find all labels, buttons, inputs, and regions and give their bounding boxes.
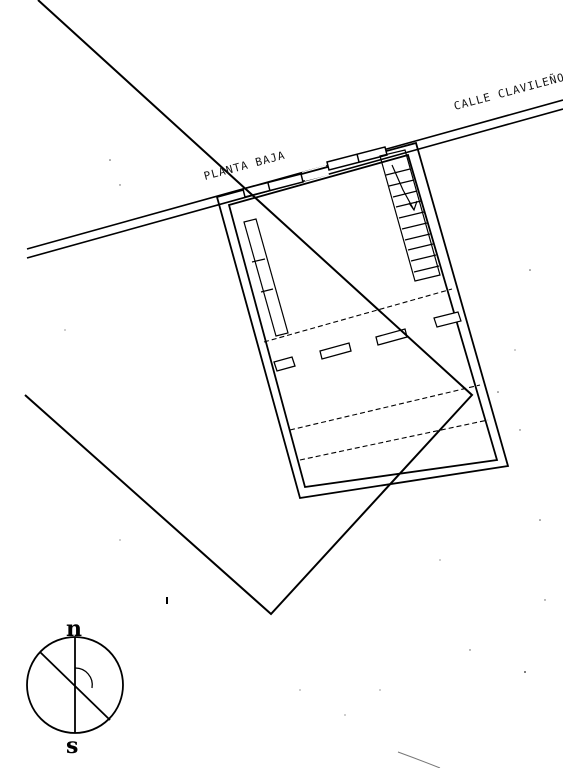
facade-wall bbox=[242, 146, 388, 198]
pillar-blocks bbox=[273, 328, 408, 372]
right-notch bbox=[433, 311, 462, 328]
faint-arc bbox=[397, 751, 441, 768]
dashed-beams bbox=[263, 288, 489, 461]
compass-south-letter: s bbox=[66, 733, 78, 759]
staircase bbox=[379, 149, 441, 282]
parcel-boundary bbox=[24, 0, 474, 616]
compass-rose: n s bbox=[26, 616, 124, 759]
scan-speckles bbox=[64, 159, 546, 716]
floor-label: PLANTA BAJA bbox=[202, 149, 286, 183]
compass-angle-arc bbox=[74, 667, 93, 689]
building-walls bbox=[215, 141, 510, 500]
compass-rotation-axis bbox=[39, 651, 111, 721]
street-label: CALLE CLAVILEÑO bbox=[452, 71, 563, 113]
compass-north-letter: n bbox=[66, 616, 82, 642]
left-partition bbox=[243, 218, 289, 337]
